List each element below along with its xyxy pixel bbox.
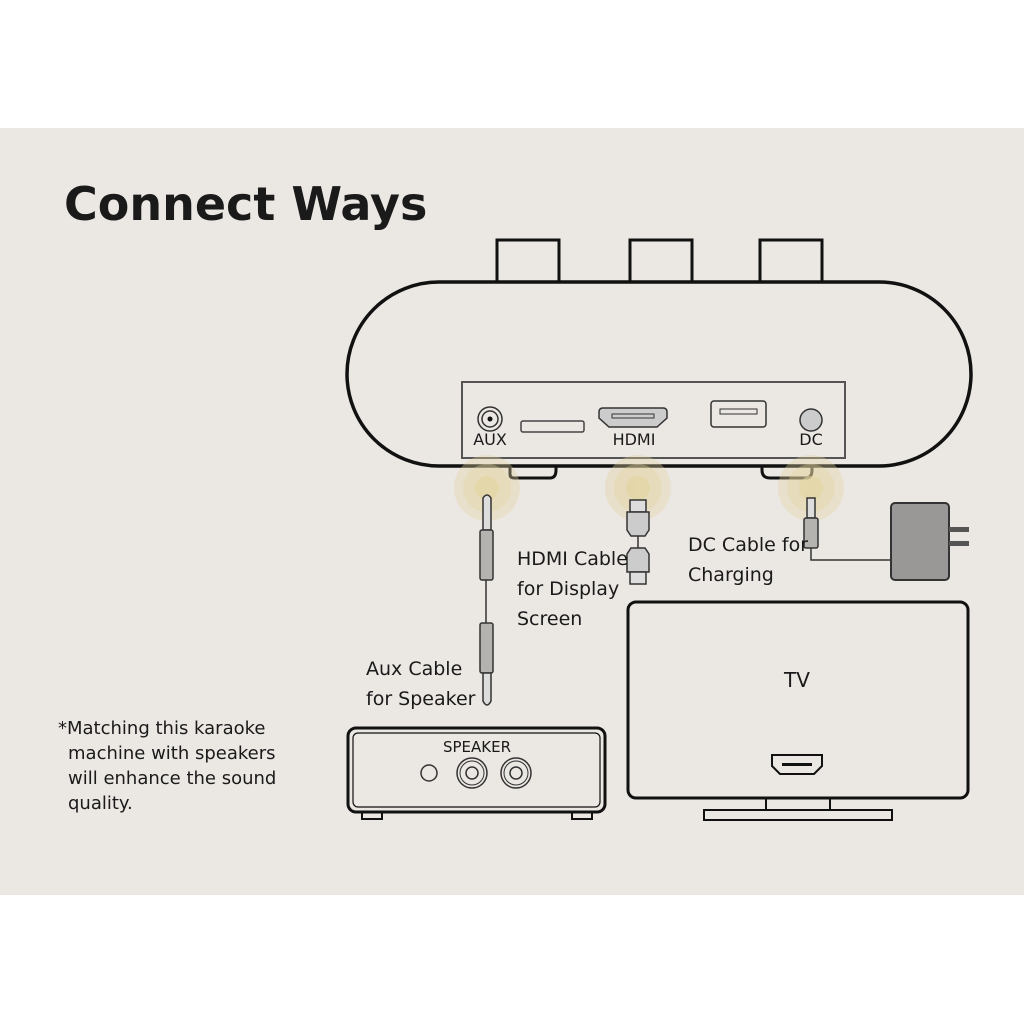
dc-cable: [803, 497, 891, 561]
connection-glows: [454, 455, 844, 521]
hdmi-label: HDMI: [613, 430, 656, 449]
speaker-label: SPEAKER: [443, 738, 511, 756]
usb-port-icon: [710, 400, 767, 428]
tv-label: TV: [783, 668, 810, 692]
aux-cable-label: Aux Cable for Speaker: [366, 658, 476, 710]
dc-label: DC: [799, 430, 823, 449]
speaker-device: SPEAKER: [346, 726, 607, 820]
page-title: Connect Ways: [64, 177, 427, 231]
karaoke-machine: AUX HDMI DC: [345, 238, 973, 480]
aux-label: AUX: [473, 430, 507, 449]
hdmi-cable-label: HDMI Cable for Display Screen: [517, 548, 634, 630]
hdmi-cable: [626, 499, 650, 585]
dc-port-icon: [799, 408, 823, 432]
aux-cable: [479, 494, 494, 706]
dc-cable-label: DC Cable for Charging: [688, 534, 814, 586]
tv-device: TV: [626, 600, 970, 821]
power-adapter-icon: [890, 502, 969, 581]
tv-hdmi-port-icon: [771, 754, 823, 775]
footnote: *Matching this karaoke machine with spea…: [58, 718, 282, 814]
aux-port-icon: [477, 406, 503, 432]
card-slot-icon: [520, 420, 585, 433]
